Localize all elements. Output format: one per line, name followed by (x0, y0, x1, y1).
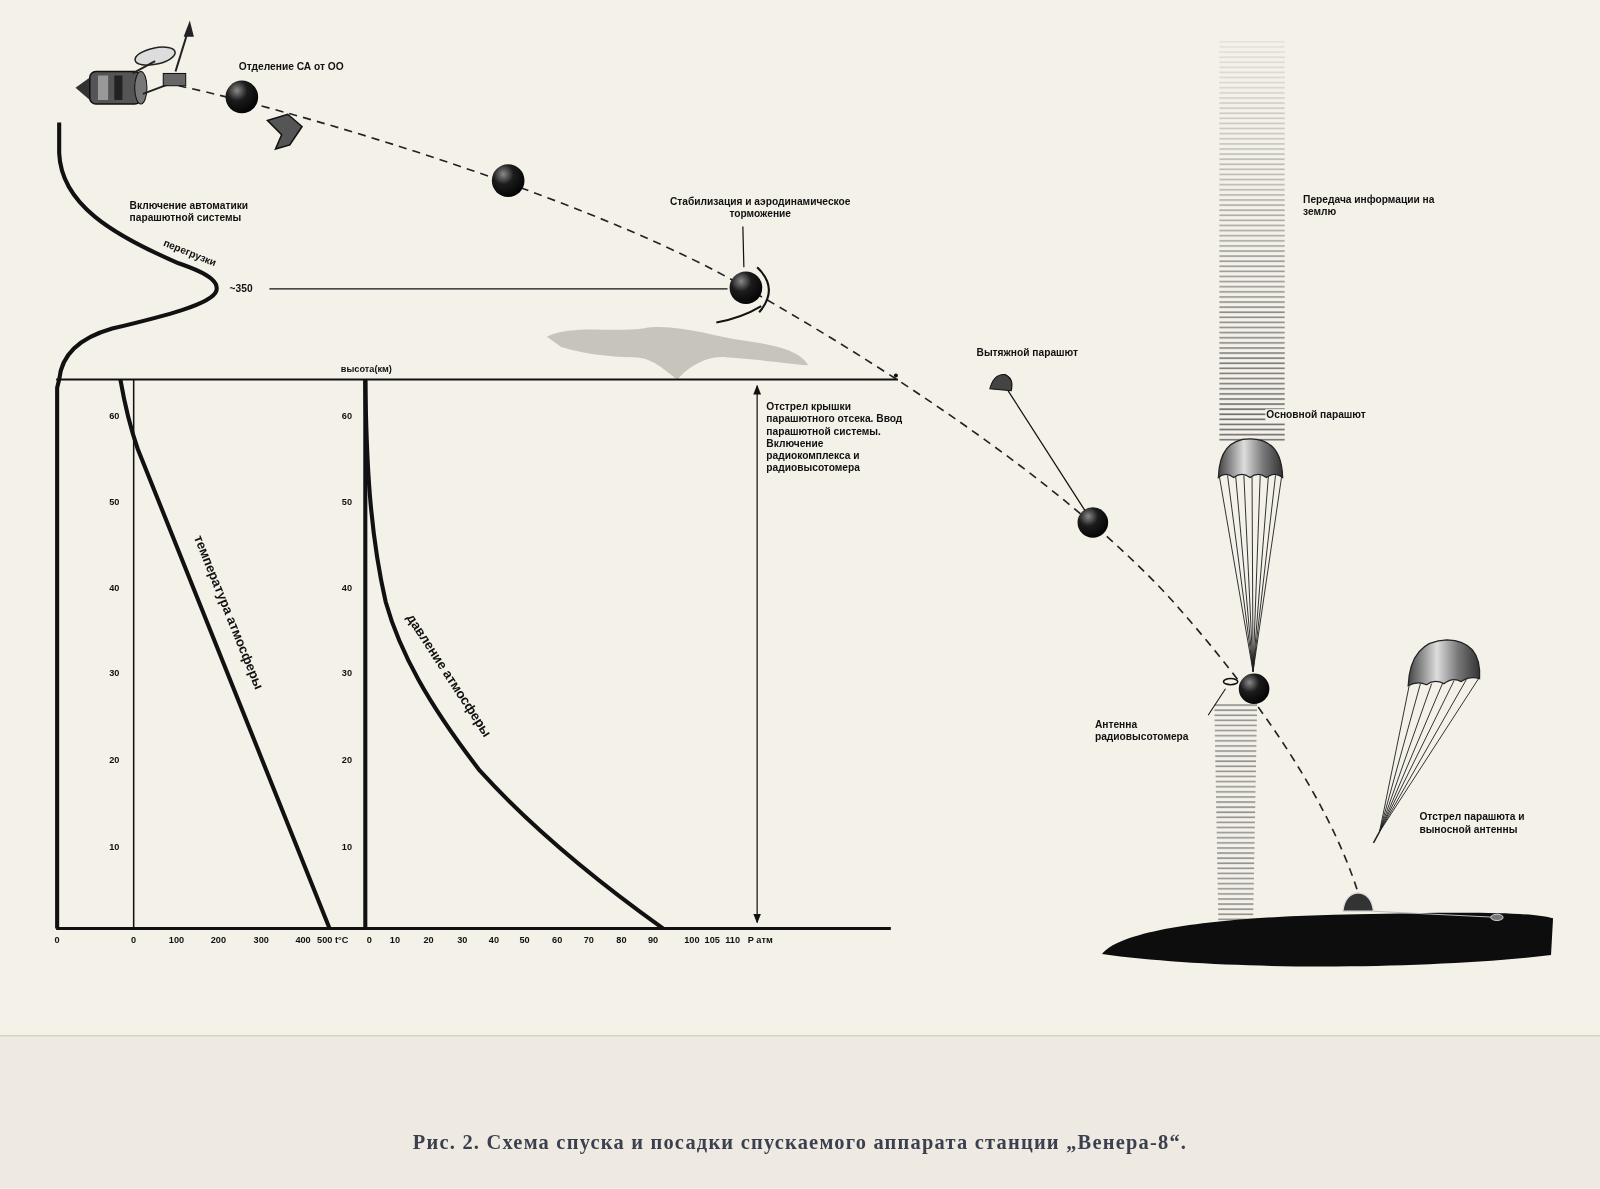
pressure-curve (365, 380, 663, 929)
axis-tick: 60 (108, 411, 120, 422)
axis-tick: 40 (488, 935, 500, 946)
axis-tick: 110 (724, 935, 741, 946)
axis-tick: 10 (108, 841, 120, 852)
caption-band (0, 1036, 1600, 1189)
temperature-curve (120, 380, 329, 929)
note-label: Включение автоматики парашютной системы (129, 200, 299, 224)
orbiter (76, 20, 194, 104)
axis-tick: 20 (422, 935, 434, 946)
axis-tick: 20 (341, 755, 353, 766)
main-parachute (1218, 439, 1282, 672)
altimeter-beam (1214, 704, 1257, 923)
curve-label: давление атмосферы (403, 610, 496, 741)
note-label: Стабилизация и аэродинамическое торможен… (649, 196, 870, 220)
leader-line (743, 227, 744, 268)
shield-trail (716, 306, 761, 322)
axis-tick: 100 (683, 935, 700, 946)
note-label: Вытяжной парашют (976, 347, 1080, 359)
leader-line (1208, 689, 1225, 716)
axis-tick: 400 (294, 935, 311, 946)
radio-beam (1219, 41, 1284, 441)
temperature-axis (133, 380, 135, 929)
note-label: Отстрел парашюта и выносной антенны (1418, 811, 1548, 835)
curve-label: температура атмосферы (190, 532, 267, 693)
pilot-chute (990, 374, 1085, 510)
note-label: Основной парашют (1265, 409, 1367, 421)
dimension-line (757, 386, 758, 923)
axis-tick: 200 (210, 935, 227, 946)
axis-tick: 40 (341, 583, 353, 594)
axis-tick: 500 t°C (316, 935, 349, 946)
cloud-layer (547, 327, 808, 380)
axis-tick: 30 (108, 668, 120, 679)
point (894, 373, 898, 377)
leader-line (269, 288, 727, 289)
axis-tick: 30 (341, 668, 353, 679)
axis-tick: 105 (704, 935, 721, 946)
trajectory (179, 86, 1358, 890)
separated-part (267, 114, 302, 149)
axis-tick: 20 (108, 755, 120, 766)
note-label: Передача информации на землю (1302, 194, 1447, 218)
g-load-curve (57, 122, 217, 928)
note-label: перегрузки (161, 236, 219, 269)
axis-tick: 0 (366, 935, 373, 946)
axis-tick: 80 (615, 935, 627, 946)
axis-tick: 0 (54, 935, 61, 946)
note-label: Отстрел крышки парашютного отсека. Ввод … (765, 401, 905, 474)
altimeter-antenna (1223, 679, 1237, 685)
axis-tick: 90 (647, 935, 659, 946)
note-label: Отделение СА от ОО (238, 61, 345, 73)
note-label: Антенна радиовысотомера (1094, 718, 1213, 742)
axis-tick: 300 (253, 935, 270, 946)
axis-tick: 0 (130, 935, 137, 946)
axis-tick: 50 (108, 497, 120, 508)
top-altitude-line (56, 379, 898, 381)
axis-tick: 70 (583, 935, 595, 946)
axis-tick: 60 (341, 411, 353, 422)
axis-tick: 10 (389, 935, 401, 946)
axis-tick: 30 (456, 935, 468, 946)
axis-tick: 50 (341, 497, 353, 508)
band-edge (0, 1035, 1600, 1037)
axis-tick: 50 (518, 935, 530, 946)
axis-tick: 40 (108, 583, 120, 594)
axis-tick: 100 (168, 935, 185, 946)
axis-tick: 60 (551, 935, 563, 946)
note-label: высота(км) (340, 364, 393, 375)
figure-caption: Рис. 2. Схема спуска и посадки спускаемо… (0, 1131, 1600, 1154)
axis-tick: Р атм (747, 935, 774, 946)
axis-tick: 10 (341, 841, 353, 852)
baseline (56, 927, 891, 930)
venus-surface (1102, 913, 1553, 967)
lander (1343, 893, 1503, 921)
descent-capsule (226, 81, 1270, 704)
value-label: ~350 (229, 283, 254, 295)
